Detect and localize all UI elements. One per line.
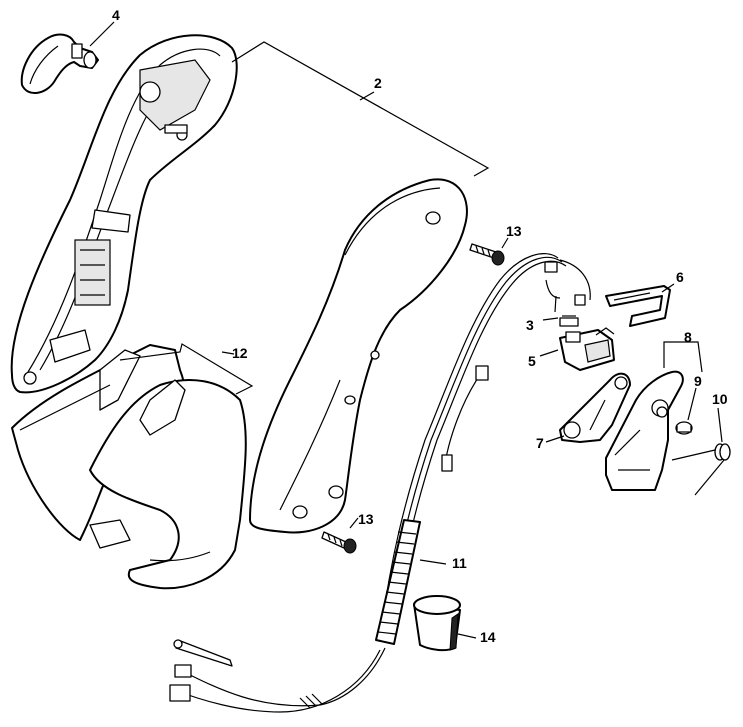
callout-11: 11 xyxy=(452,555,467,571)
callout-12: 12 xyxy=(232,345,248,361)
callout-9: 9 xyxy=(694,373,702,389)
callout-7: 7 xyxy=(536,435,544,451)
callout-5: 5 xyxy=(528,353,536,369)
handle-right-half xyxy=(249,178,468,534)
callout-14: 14 xyxy=(480,629,496,645)
callout-10: 10 xyxy=(712,391,728,407)
sleeve-part xyxy=(413,595,461,652)
callout-13-lower: 13 xyxy=(358,511,374,527)
screw-lower-part xyxy=(321,531,357,554)
callout-13-upper: 13 xyxy=(506,223,522,239)
callout-8: 8 xyxy=(684,329,692,345)
trigger-part xyxy=(605,370,684,491)
cover-pair-part xyxy=(11,344,247,590)
wire-connector-part xyxy=(559,315,579,327)
switch-part xyxy=(559,327,615,371)
lever-part xyxy=(20,33,99,94)
handle-left-half xyxy=(10,34,238,394)
callout-labels: 4 2 13 6 3 8 5 9 10 7 12 13 11 14 xyxy=(112,7,728,645)
pin-part xyxy=(675,421,693,435)
callout-6: 6 xyxy=(676,269,684,285)
lever-link-part xyxy=(559,372,631,443)
torsion-spring-part xyxy=(671,443,731,496)
leader-lines xyxy=(89,21,723,639)
spring-clip-part xyxy=(605,285,671,327)
callout-4: 4 xyxy=(112,7,120,23)
callout-3: 3 xyxy=(526,317,534,333)
screw-upper-part xyxy=(469,243,505,266)
cable-harness-part xyxy=(169,253,591,713)
callout-2: 2 xyxy=(374,75,382,91)
